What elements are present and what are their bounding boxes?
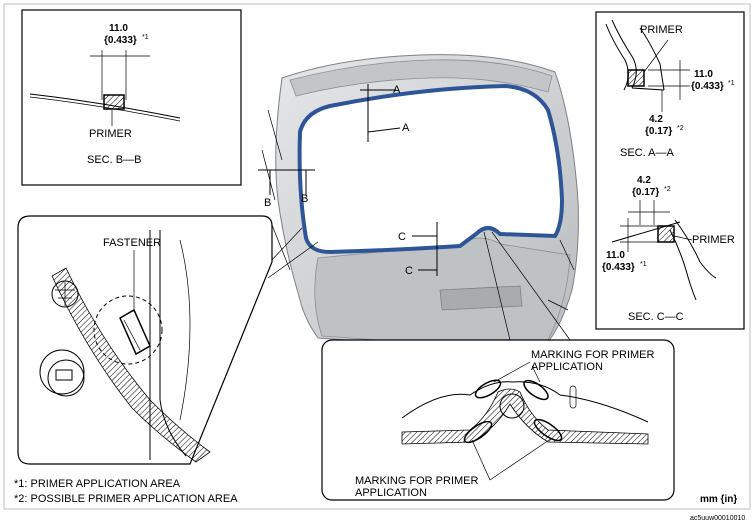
sec-bb-primer-label: PRIMER bbox=[89, 128, 132, 140]
cut-b-left-label: B bbox=[264, 197, 271, 209]
marking-top-label-line1: MARKING FOR PRIMER bbox=[531, 349, 655, 361]
fastener-detail-panel: FASTENER bbox=[17, 215, 273, 465]
note-primer-area: *1: PRIMER APPLICATION AREA bbox=[14, 478, 181, 490]
sec-aa-dim1-value: 11.0 bbox=[694, 69, 713, 80]
marking-top-left bbox=[474, 379, 502, 399]
cut-c-top-label: C bbox=[398, 231, 406, 243]
cut-c-bottom-label: C bbox=[405, 265, 413, 277]
sec-aa-primer-label: PRIMER bbox=[640, 24, 683, 36]
note-possible-primer-area: *2: POSSIBLE PRIMER APPLICATION AREA bbox=[14, 493, 238, 505]
fastener-label: FASTENER bbox=[103, 237, 161, 249]
license-recess bbox=[439, 285, 523, 311]
figure-frame bbox=[3, 3, 751, 510]
fastener-clip bbox=[119, 308, 151, 356]
cut-b-right-label: B bbox=[301, 193, 308, 205]
marking-detail-panel: MARKING FOR PRIMER APPLICATION MARKING F… bbox=[321, 339, 675, 501]
sec-cc-primer-bead bbox=[657, 225, 675, 243]
section-bb-panel: 11.0 {0.433} *1 PRIMER SEC. B—B bbox=[21, 9, 242, 186]
figure-code: ac5uuw00010010 bbox=[690, 515, 745, 522]
sec-cc-dim1-note: *1 bbox=[640, 261, 647, 268]
lift-gate-illustration: A A B B C C bbox=[258, 54, 579, 348]
sec-cc-dim1-value: 11.0 bbox=[606, 250, 625, 261]
sec-aa-dim2-inch: {0.17} bbox=[645, 126, 672, 137]
sec-cc-primer-label: PRIMER bbox=[692, 234, 735, 246]
sec-bb-caption: SEC. B—B bbox=[87, 154, 141, 166]
window-opening bbox=[299, 86, 562, 252]
cut-a-top-label: A bbox=[393, 84, 401, 96]
sec-cc-dim2-note: *2 bbox=[664, 186, 671, 193]
marking-top-right bbox=[523, 379, 549, 401]
section-aa-cc-panel: PRIMER 11.0 {0.433} *1 4.2 {0.17} *2 SEC… bbox=[595, 11, 745, 330]
weatherstrip-hatch bbox=[51, 267, 211, 463]
cut-a-bottom-label: A bbox=[402, 122, 410, 134]
sec-cc-caption: SEC. C—C bbox=[628, 311, 684, 323]
marking-bottom-label-line1: MARKING FOR PRIMER bbox=[355, 475, 479, 487]
sec-cc-dim1-inch: {0.433} bbox=[602, 262, 635, 273]
sec-bb-primer-bead bbox=[103, 94, 125, 110]
sec-cc-dim2-inch: {0.17} bbox=[632, 187, 659, 198]
marking-bottom-label-line2: APPLICATION bbox=[355, 487, 427, 499]
sec-aa-dim1-inch: {0.433} bbox=[691, 81, 724, 92]
marking-bottom-right bbox=[533, 418, 563, 442]
sec-aa-dim2-note: *2 bbox=[677, 125, 684, 132]
sec-aa-caption: SEC. A—A bbox=[620, 147, 674, 159]
hatched-section bbox=[401, 388, 649, 445]
sec-bb-dim-inch: {0.433} bbox=[104, 35, 137, 46]
sec-aa-primer-bead bbox=[627, 69, 645, 87]
sec-bb-dim-value: 11.0 bbox=[109, 23, 128, 34]
marking-bottom-left bbox=[463, 420, 493, 444]
primer-bead bbox=[297, 83, 565, 255]
lift-gate-upper-spoiler bbox=[289, 59, 553, 97]
marking-top-label-line2: APPLICATION bbox=[531, 361, 603, 373]
sec-cc-dim2-value: 4.2 bbox=[637, 175, 651, 186]
sec-bb-dim-note: *1 bbox=[142, 34, 149, 41]
units-label: mm {in} bbox=[700, 494, 737, 505]
sec-aa-dim2-value: 4.2 bbox=[649, 114, 663, 125]
sec-aa-dim1-note: *1 bbox=[728, 80, 735, 87]
fastener-highlight-circle bbox=[93, 295, 163, 365]
